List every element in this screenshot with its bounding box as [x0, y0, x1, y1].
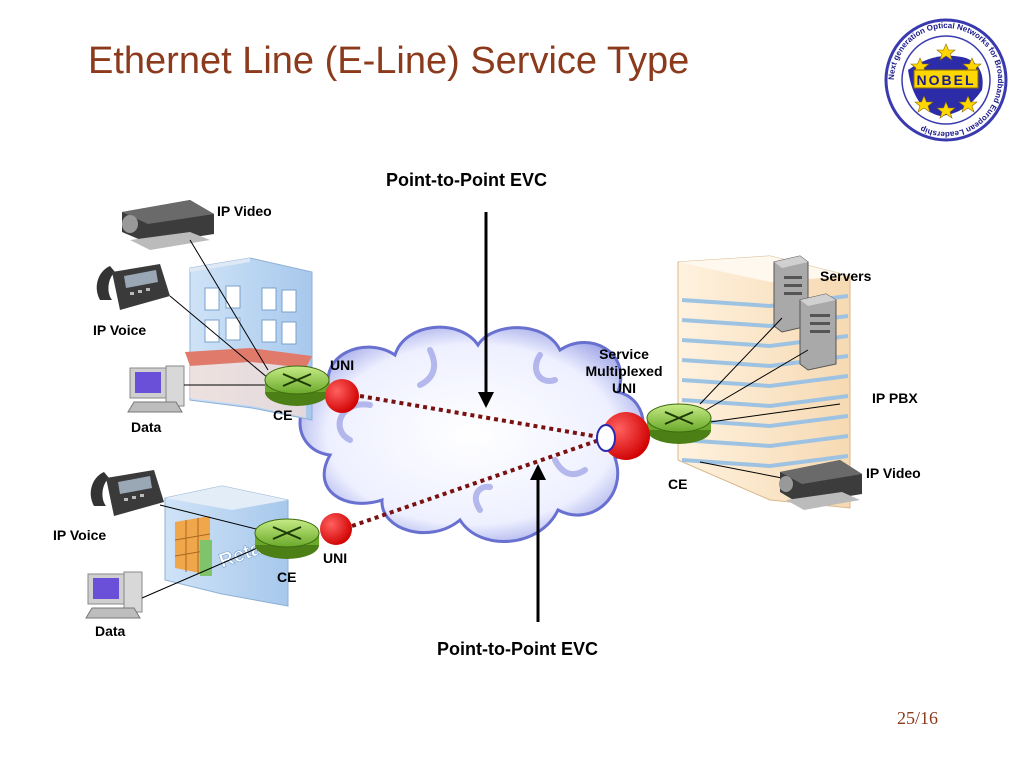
site1-ip-phone [96, 264, 170, 310]
hq-server-2 [799, 293, 837, 371]
site1-ce-label: CE [273, 407, 292, 423]
hq-servers-label: Servers [820, 268, 872, 284]
site1-links [169, 239, 269, 386]
hq-ce-router [646, 403, 712, 444]
evc-bottom-arrow-head [530, 464, 546, 480]
site1-ce-router [264, 365, 330, 406]
site1-ip-video-label: IP Video [217, 203, 272, 219]
hq-ip-video-label: IP Video [866, 465, 921, 481]
site2-ce-label: CE [277, 569, 296, 585]
site2-ip-voice-label: IP Voice [53, 527, 106, 543]
page-number: 25/16 [896, 708, 938, 728]
hq-uni-port [596, 424, 616, 452]
site1-uni-label: UNI [330, 357, 354, 373]
evc-top-label: Point-to-Point EVC [386, 170, 547, 190]
hq-service-label-line3: UNI [612, 380, 636, 396]
site2-links [141, 504, 263, 599]
site1-data-label: Data [131, 419, 162, 435]
evc-bottom-label: Point-to-Point EVC [437, 639, 598, 659]
evc-top-arrow-head [478, 392, 494, 408]
site2-uni-label: UNI [323, 550, 347, 566]
site2-ce-router [254, 518, 320, 559]
site1-uni [325, 379, 359, 413]
slide-title: Ethernet Line (E-Line) Service Type [88, 40, 690, 82]
site2-uni [320, 513, 352, 545]
site2-ip-phone [90, 470, 164, 516]
site1-pc [127, 365, 185, 413]
hq-ip-pbx-label: IP PBX [872, 390, 918, 406]
site2-data-label: Data [95, 623, 126, 639]
site1-ip-voice-label: IP Voice [93, 322, 146, 338]
hq-ce-label: CE [668, 476, 687, 492]
logo-center-text: NOBEL [917, 72, 976, 88]
nobel-logo: NOBEL Next generation Optical Networks f… [884, 18, 1008, 142]
hq-links [699, 317, 841, 479]
hq-service-label-line1: Service [599, 346, 649, 362]
evc-line-site1 [359, 394, 606, 440]
hq-service-multiplexed-uni [602, 412, 650, 460]
carrier-cloud [298, 325, 645, 543]
hq-service-label-line2: Multiplexed [585, 363, 662, 379]
hq-ip-video-projector [779, 460, 862, 510]
site2-pc [85, 571, 143, 619]
site1-ip-video-projector [122, 200, 214, 250]
